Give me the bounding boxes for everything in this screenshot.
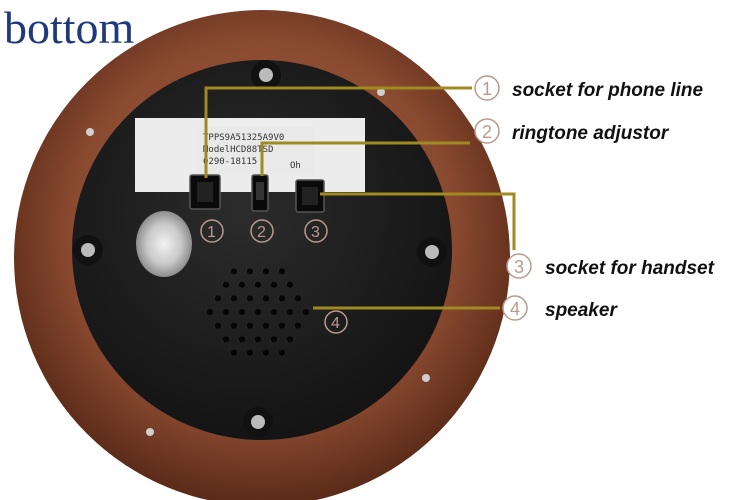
speaker-hole (223, 309, 229, 315)
speaker-hole (271, 309, 277, 315)
speaker-hole (231, 268, 237, 275)
svg-text:3: 3 (311, 224, 320, 241)
speaker-hole (263, 349, 269, 356)
callout-2-label: ringtone adjustor (512, 123, 670, 144)
sticker-brand: Oh (290, 161, 301, 171)
speaker-hole (295, 322, 301, 329)
callout-4-label: speaker (545, 300, 618, 321)
speaker-hole (231, 322, 237, 329)
speaker-hole (255, 281, 261, 288)
foot-bolt-right (417, 237, 447, 267)
speaker-hole (279, 322, 285, 329)
speaker-hole (263, 268, 269, 275)
callout-2: 2 ringtone adjustor (474, 118, 670, 144)
speaker-hole (263, 322, 269, 329)
speaker-hole (247, 322, 253, 329)
speaker-hole (279, 295, 285, 302)
wood-screws (86, 88, 430, 436)
foot-bolt-left (73, 235, 103, 265)
svg-text:4: 4 (331, 315, 340, 332)
sticker-line-1: TPPS9A51325A9V0 (203, 133, 284, 143)
speaker-hole (279, 349, 285, 356)
speaker-hole (231, 349, 237, 356)
sticker-area (196, 127, 314, 175)
leader-lines (204, 86, 516, 310)
callout-4: 4 speaker (502, 295, 618, 321)
sticker-line-2: ModelHCD88TSD (203, 145, 273, 155)
foot-bolt-bottom (243, 407, 273, 437)
speaker-hole (223, 336, 229, 343)
callout-3: 3 socket for handset (506, 253, 715, 279)
speaker-hole (239, 281, 245, 288)
speaker-hole (287, 281, 293, 288)
speaker-hole (271, 336, 277, 343)
speaker-hole (303, 309, 309, 315)
speaker-grille (207, 268, 309, 356)
svg-text:2: 2 (257, 224, 266, 241)
bottom-panel (72, 60, 452, 440)
speaker-hole (207, 309, 213, 315)
svg-text:1: 1 (207, 224, 216, 241)
hologram-seal (136, 211, 192, 277)
foot-bolt-top (251, 60, 281, 90)
leader-line-1 (204, 86, 472, 178)
speaker-hole (247, 268, 253, 275)
handset-socket (295, 179, 325, 213)
speaker-hole (215, 322, 221, 329)
speaker-hole (255, 309, 261, 315)
speaker-hole (231, 295, 237, 302)
callout-1: 1 socket for phone line (474, 75, 704, 101)
panel-marker-3: 3 (304, 219, 328, 243)
ringtone-switch (251, 174, 269, 212)
speaker-hole (239, 309, 245, 315)
svg-text:1: 1 (482, 79, 492, 99)
svg-text:3: 3 (514, 257, 524, 277)
speaker-hole (287, 309, 293, 315)
speaker-hole (223, 281, 229, 288)
speaker-hole (247, 295, 253, 302)
speaker-hole (255, 336, 261, 343)
sticker-line-3: 0290-18115 (203, 157, 257, 167)
speaker-hole (271, 281, 277, 288)
leader-line-3 (320, 192, 516, 250)
callout-1-label: socket for phone line (512, 80, 704, 101)
speaker-hole (279, 268, 285, 275)
leader-line-2 (260, 141, 470, 176)
speaker-hole (295, 295, 301, 302)
svg-text:4: 4 (510, 299, 520, 319)
panel-marker-2: 2 (250, 219, 274, 243)
speaker-hole (263, 295, 269, 302)
speaker-hole (239, 336, 245, 343)
page-title: bottom (4, 2, 135, 53)
speaker-hole (287, 336, 293, 343)
svg-text:2: 2 (482, 122, 492, 142)
phone-line-socket (189, 174, 221, 210)
callout-3-label: socket for handset (545, 258, 715, 279)
panel-marker-1: 1 (200, 219, 224, 243)
panel-marker-4: 4 (324, 310, 348, 334)
speaker-hole (215, 295, 221, 302)
speaker-hole (247, 349, 253, 356)
